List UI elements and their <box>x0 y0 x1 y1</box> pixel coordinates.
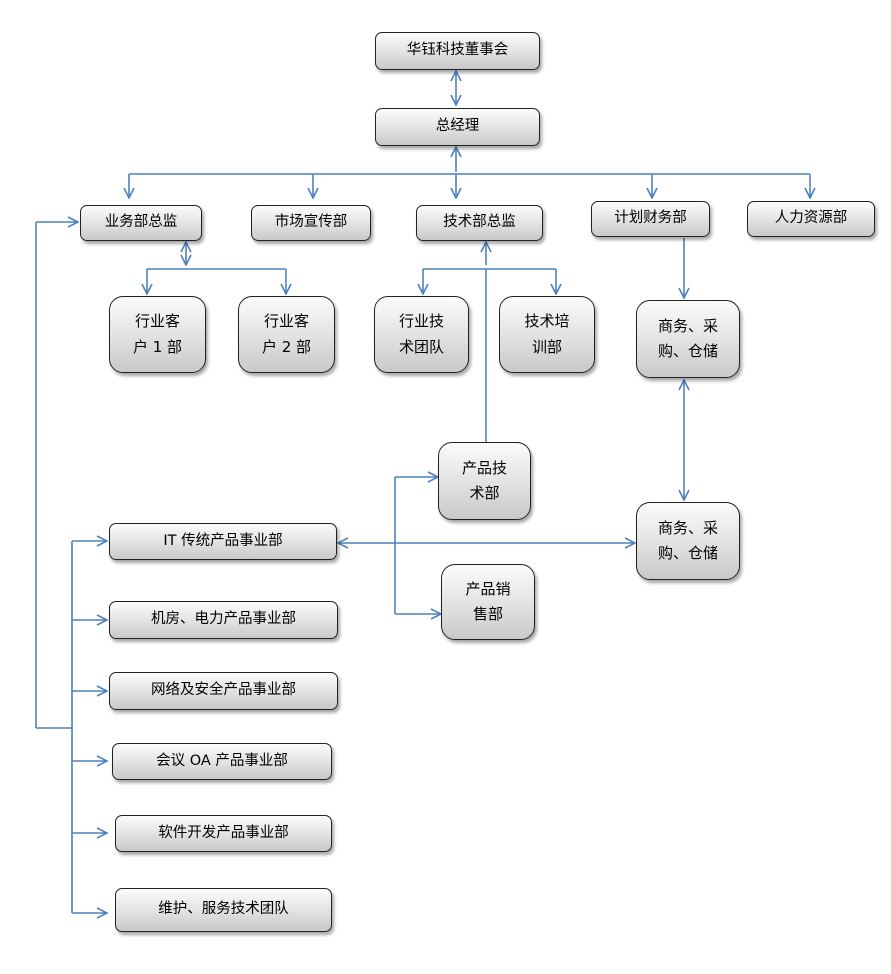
node-product-tech-line2: 术部 <box>469 484 500 502</box>
node-tech-director: 技术部总监 <box>416 205 543 241</box>
node-tech-training: 技术培 训部 <box>499 296 595 373</box>
node-planning-finance: 计划财务部 <box>591 201 710 237</box>
node-product-sales-line2: 售部 <box>472 605 503 623</box>
node-industry-client-1-line1: 行业客 <box>134 312 180 330</box>
node-division-machine-room-label: 机房、电力产品事业部 <box>151 611 296 628</box>
node-procurement-upper: 商务、采 购、仓储 <box>636 300 740 378</box>
node-board-label: 华钰科技董事会 <box>406 42 509 59</box>
node-board: 华钰科技董事会 <box>375 32 540 70</box>
node-ceo-label: 总经理 <box>435 118 480 135</box>
node-procurement-upper-line2: 购、仓储 <box>657 342 718 360</box>
node-industry-tech-team-line1: 行业技 <box>398 312 444 330</box>
node-division-software-label: 软件开发产品事业部 <box>158 824 289 841</box>
node-tech-training-line2: 训部 <box>531 337 562 356</box>
node-hr: 人力资源部 <box>747 201 875 237</box>
node-product-sales: 产品销 售部 <box>441 564 535 640</box>
node-division-it-label: IT 传统产品事业部 <box>163 532 283 549</box>
node-planning-finance-label: 计划财务部 <box>614 210 687 227</box>
node-product-tech: 产品技 术部 <box>438 442 531 520</box>
node-division-network: 网络及安全产品事业部 <box>109 672 338 710</box>
node-tech-training-line1: 技术培 <box>524 312 570 330</box>
node-business-director-label: 业务部总监 <box>104 214 178 231</box>
node-procurement-lower-line1: 商务、采 <box>657 518 718 537</box>
node-division-it: IT 传统产品事业部 <box>109 523 337 560</box>
node-industry-client-1-line2: 户 1 部 <box>132 337 183 356</box>
node-marketing-label: 市场宣传部 <box>274 214 348 231</box>
node-business-director: 业务部总监 <box>80 205 202 241</box>
node-division-machine-room: 机房、电力产品事业部 <box>109 601 338 639</box>
node-procurement-upper-line1: 商务、采 <box>657 316 718 335</box>
node-division-network-label: 网络及安全产品事业部 <box>151 682 296 699</box>
node-marketing: 市场宣传部 <box>251 205 371 241</box>
node-hr-label: 人力资源部 <box>774 210 848 227</box>
node-product-sales-line1: 产品销 <box>465 579 511 598</box>
node-industry-tech-team-line2: 术团队 <box>398 337 444 356</box>
node-division-meeting-oa-label: 会议 OA 产品事业部 <box>156 752 288 769</box>
node-division-software: 软件开发产品事业部 <box>115 815 332 852</box>
node-division-meeting-oa: 会议 OA 产品事业部 <box>112 743 332 780</box>
node-tech-director-label: 技术部总监 <box>443 214 516 231</box>
node-industry-tech-team: 行业技 术团队 <box>374 296 469 373</box>
node-industry-client-1: 行业客 户 1 部 <box>109 296 206 373</box>
node-division-maintenance-label: 维护、服务技术团队 <box>158 901 289 918</box>
node-procurement-lower-line2: 购、仓储 <box>657 544 718 562</box>
node-procurement-lower: 商务、采 购、仓储 <box>636 502 740 580</box>
node-industry-client-2-line2: 户 2 部 <box>261 337 312 356</box>
node-industry-client-2: 行业客 户 2 部 <box>238 296 335 373</box>
node-product-tech-line1: 产品技 <box>461 458 507 477</box>
node-industry-client-2-line1: 行业客 <box>263 312 309 330</box>
node-division-maintenance: 维护、服务技术团队 <box>115 888 332 932</box>
node-ceo: 总经理 <box>375 108 540 146</box>
